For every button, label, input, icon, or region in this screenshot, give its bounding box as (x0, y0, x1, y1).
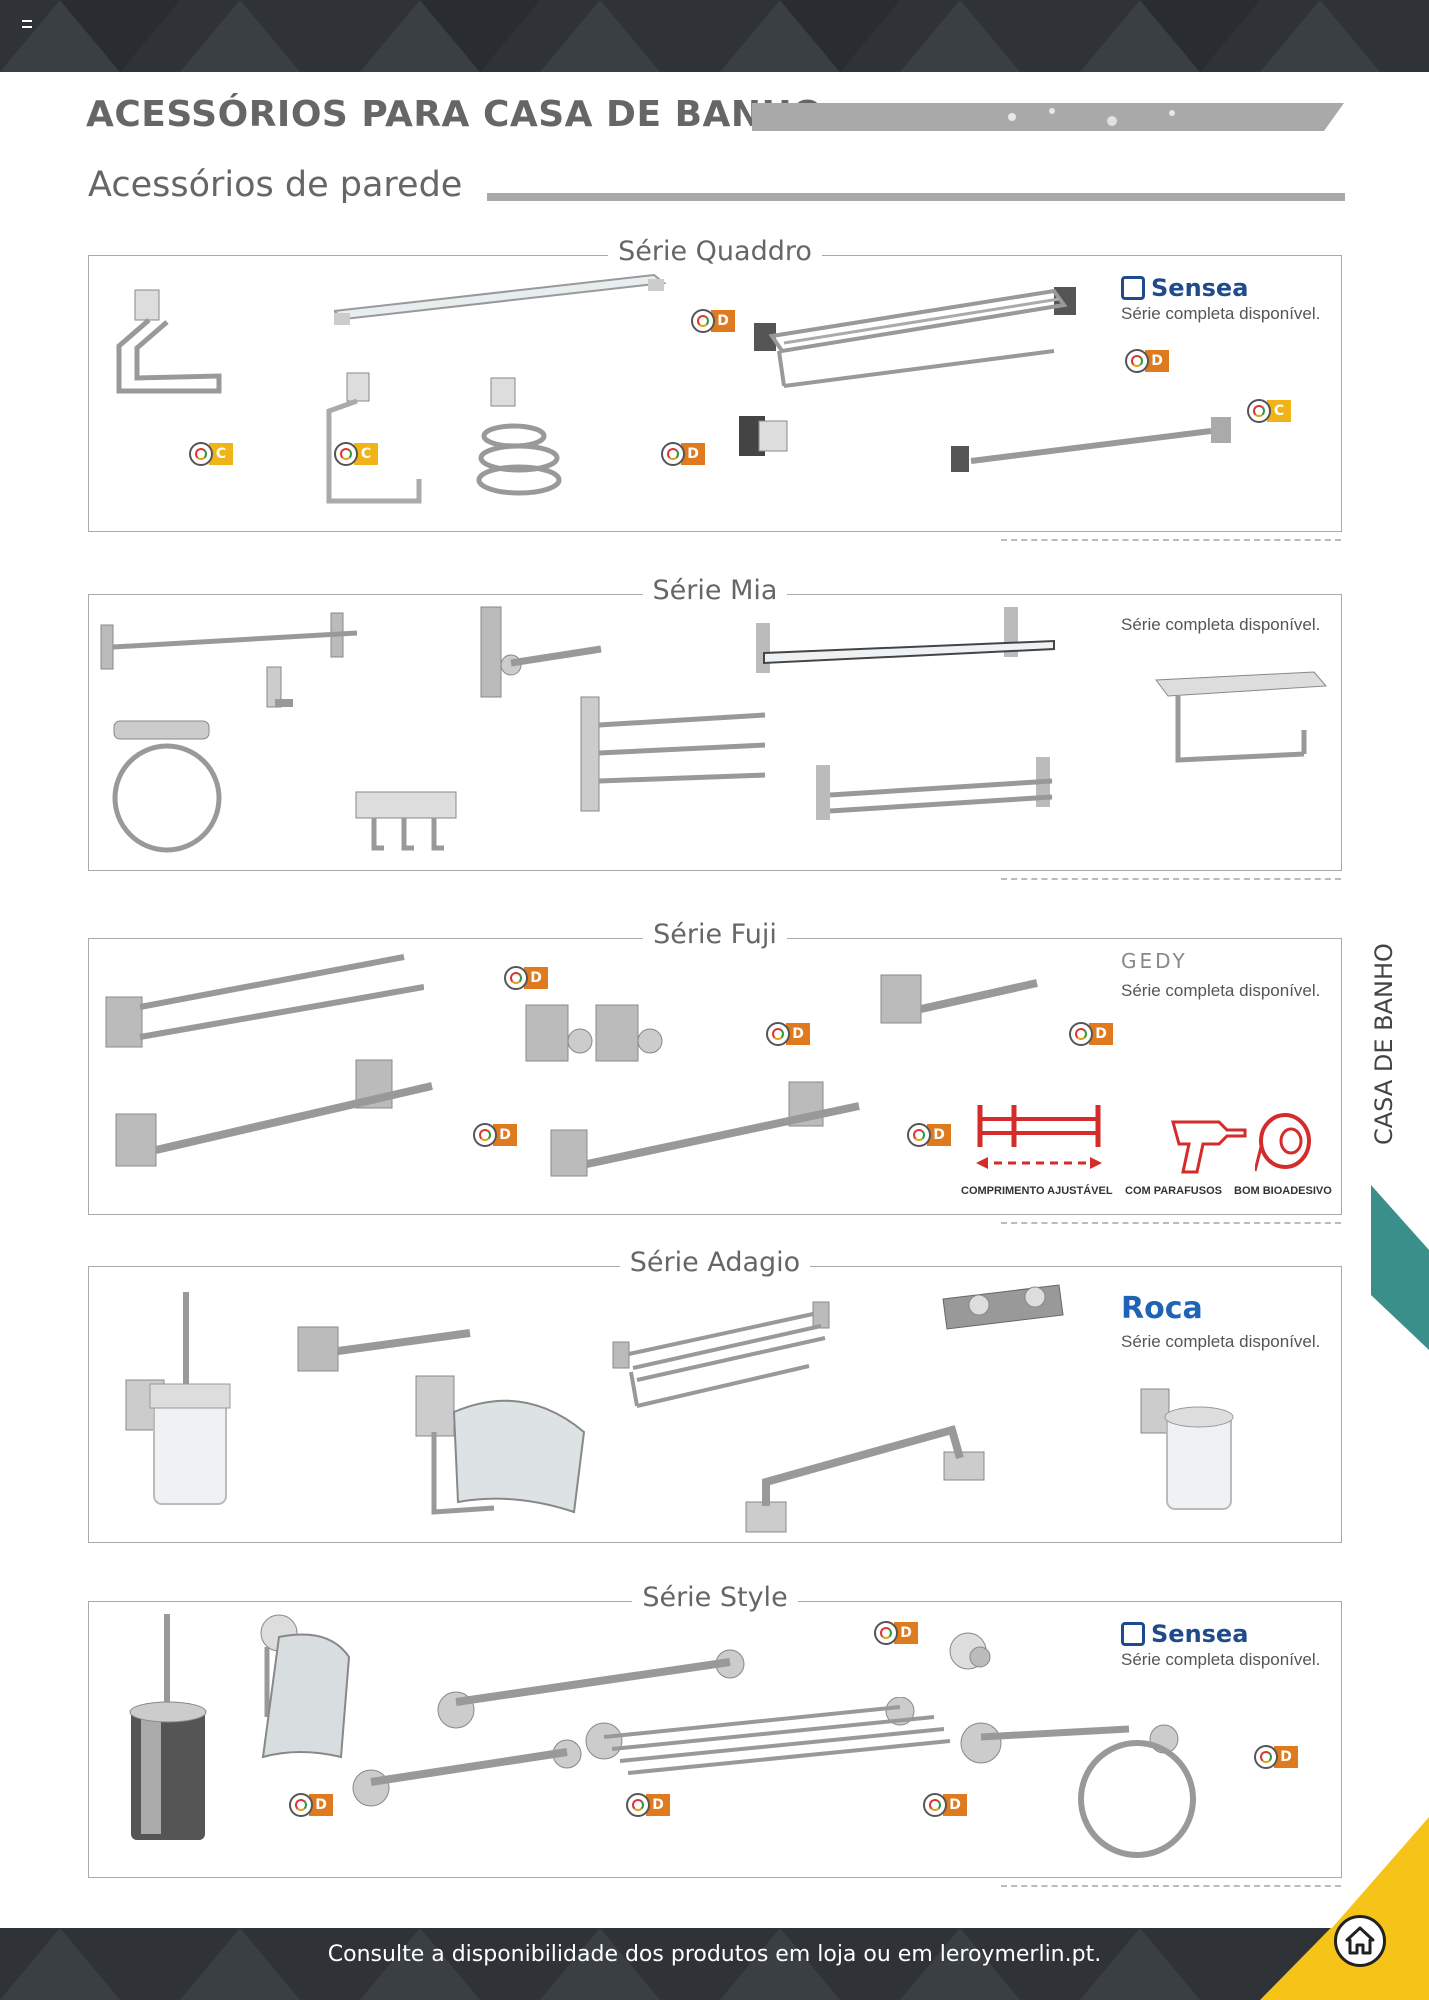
home-icon (1345, 1926, 1375, 1955)
product-hook-mia[interactable] (259, 665, 299, 715)
title-bar-decoration (752, 103, 1344, 131)
product-towel-ring-mia[interactable] (109, 713, 229, 863)
eco-energy-icon: D (907, 1122, 951, 1148)
eco-energy-icon: D (661, 441, 705, 467)
product-paper-holder-adagio[interactable] (294, 1297, 474, 1377)
series-panel-fuji: Série Fuji GEDY Série completa disponíve… (88, 919, 1342, 1224)
product-paper-holder-mia[interactable] (479, 605, 609, 705)
availability-note: Série completa disponível. (1121, 304, 1321, 323)
page-title: ACESSÓRIOS PARA CASA DE BANHO (86, 94, 824, 135)
product-towel-bar-fuji-short[interactable] (549, 1074, 869, 1184)
series-panel-style: Série Style Sensea Série completa dispon… (88, 1582, 1342, 1887)
series-panel-quaddro: Série Quaddro Sensea Série completa disp… (88, 236, 1342, 541)
series-title: Série Fuji (643, 919, 787, 950)
sensea-logo: Sensea (1121, 1620, 1320, 1648)
product-toilet-paper-holder-square[interactable] (319, 371, 439, 511)
gedy-logo: GEDY (1121, 949, 1188, 973)
drill-icon (1171, 1120, 1247, 1174)
series-title: Série Style (632, 1582, 798, 1613)
eco-energy-icon: D (1254, 1744, 1298, 1770)
series-title: Série Mia (642, 575, 788, 606)
product-covered-paper-holder-adagio[interactable] (414, 1372, 594, 1532)
subtitle-divider (487, 193, 1345, 201)
roca-logo: Roca (1121, 1291, 1203, 1326)
length-icon (976, 1105, 1102, 1169)
series-title: Série Adagio (619, 1247, 811, 1278)
feature-screws: COM PARAFUSOS (1125, 1185, 1222, 1197)
product-triple-hook-mia[interactable] (354, 790, 464, 860)
top-band (0, 0, 1429, 72)
eco-energy-icon: C (189, 441, 233, 467)
feature-length: COMPRIMENTO AJUSTÁVEL (961, 1185, 1113, 1197)
side-tab-decoration (1371, 1185, 1429, 1350)
brand-block: Sensea Série completa disponível. (1121, 1620, 1320, 1670)
sensea-logo: Sensea (1121, 274, 1320, 302)
product-glass-shelf-mia[interactable] (754, 603, 1064, 683)
product-towel-bar-mia[interactable] (99, 605, 359, 675)
product-hairdryer-holder[interactable] (469, 376, 569, 506)
product-towel-ring-style[interactable] (959, 1707, 1219, 1867)
product-glass-shelf[interactable] (334, 271, 674, 331)
brand-block: Série completa disponível. (1121, 613, 1320, 635)
product-towel-ring-square[interactable] (109, 286, 229, 396)
eco-energy-icon: D (504, 965, 548, 991)
brand-block: GEDY Série completa disponível. (1121, 949, 1320, 1001)
product-double-hook-adagio[interactable] (939, 1275, 1079, 1335)
footer-note: Consulte a disponibilidade dos produtos … (327, 1942, 1102, 1967)
brand-block: Sensea Série completa disponível. (1121, 274, 1320, 324)
product-towel-bar-square[interactable] (949, 411, 1239, 481)
side-section-label: CASA DE BANHO (1370, 943, 1398, 1145)
availability-note: Série completa disponível. (1121, 615, 1321, 634)
product-double-hook-fuji[interactable] (524, 999, 664, 1069)
home-button[interactable] (1334, 1915, 1386, 1967)
product-towel-rack-adagio[interactable] (609, 1282, 839, 1412)
brand-block: Roca Série completa disponível. (1121, 1291, 1320, 1352)
series-title: Série Quaddro (608, 236, 822, 267)
product-toilet-brush-adagio[interactable] (124, 1292, 234, 1512)
bottom-band-pattern (0, 1928, 1429, 2000)
availability-note: Série completa disponível. (1121, 981, 1321, 1000)
menu-icon[interactable] (22, 20, 32, 28)
eco-energy-icon: D (691, 308, 735, 334)
eco-energy-icon: D (1125, 348, 1169, 374)
availability-note: Série completa disponível. (1121, 1650, 1321, 1669)
product-towel-bar-style-long[interactable] (434, 1640, 754, 1740)
feature-adhesive: BOM BIOADESIVO (1234, 1185, 1332, 1197)
product-towel-bar-adagio[interactable] (744, 1412, 994, 1542)
bottom-band (0, 1928, 1429, 2000)
product-hook-square[interactable] (729, 411, 799, 471)
product-hook-style[interactable] (944, 1627, 1004, 1677)
product-paper-holder-shelf-mia[interactable] (1154, 670, 1334, 770)
eco-energy-icon: D (473, 1122, 517, 1148)
product-covered-paper-holder-style[interactable] (249, 1607, 359, 1767)
series-panel-adagio: Série Adagio Roca Série completa disponí… (88, 1247, 1342, 1543)
product-towel-rack-shelf[interactable] (754, 281, 1084, 391)
eco-energy-icon: C (1247, 398, 1291, 424)
product-swing-towel-bar-mia[interactable] (579, 695, 769, 815)
product-toilet-brush-style[interactable] (119, 1614, 219, 1844)
page-subtitle: Acessórios de parede (88, 165, 463, 205)
eco-energy-icon: D (923, 1792, 967, 1818)
eco-energy-icon: C (334, 441, 378, 467)
eco-energy-icon: D (289, 1792, 333, 1818)
eco-energy-icon: D (874, 1620, 918, 1646)
eco-energy-icon: D (766, 1021, 810, 1047)
product-towel-bar-fuji-long[interactable] (114, 1054, 434, 1184)
eco-energy-icon: D (626, 1792, 670, 1818)
availability-note: Série completa disponível. (1121, 1332, 1321, 1351)
product-towel-rack-style[interactable] (584, 1697, 954, 1787)
top-band-pattern (0, 0, 1380, 72)
eco-energy-icon: D (1069, 1021, 1113, 1047)
tape-icon (1255, 1113, 1311, 1172)
product-towel-bar-style-short[interactable] (349, 1732, 589, 1812)
series-panel-mia: Série Mia Série completa disponível. (88, 575, 1342, 880)
product-towel-rack-mia[interactable] (814, 755, 1064, 835)
product-double-swing-bar-fuji[interactable] (104, 947, 424, 1057)
product-tumbler-holder-adagio[interactable] (1139, 1387, 1249, 1517)
product-paper-holder-fuji[interactable] (879, 969, 1049, 1029)
